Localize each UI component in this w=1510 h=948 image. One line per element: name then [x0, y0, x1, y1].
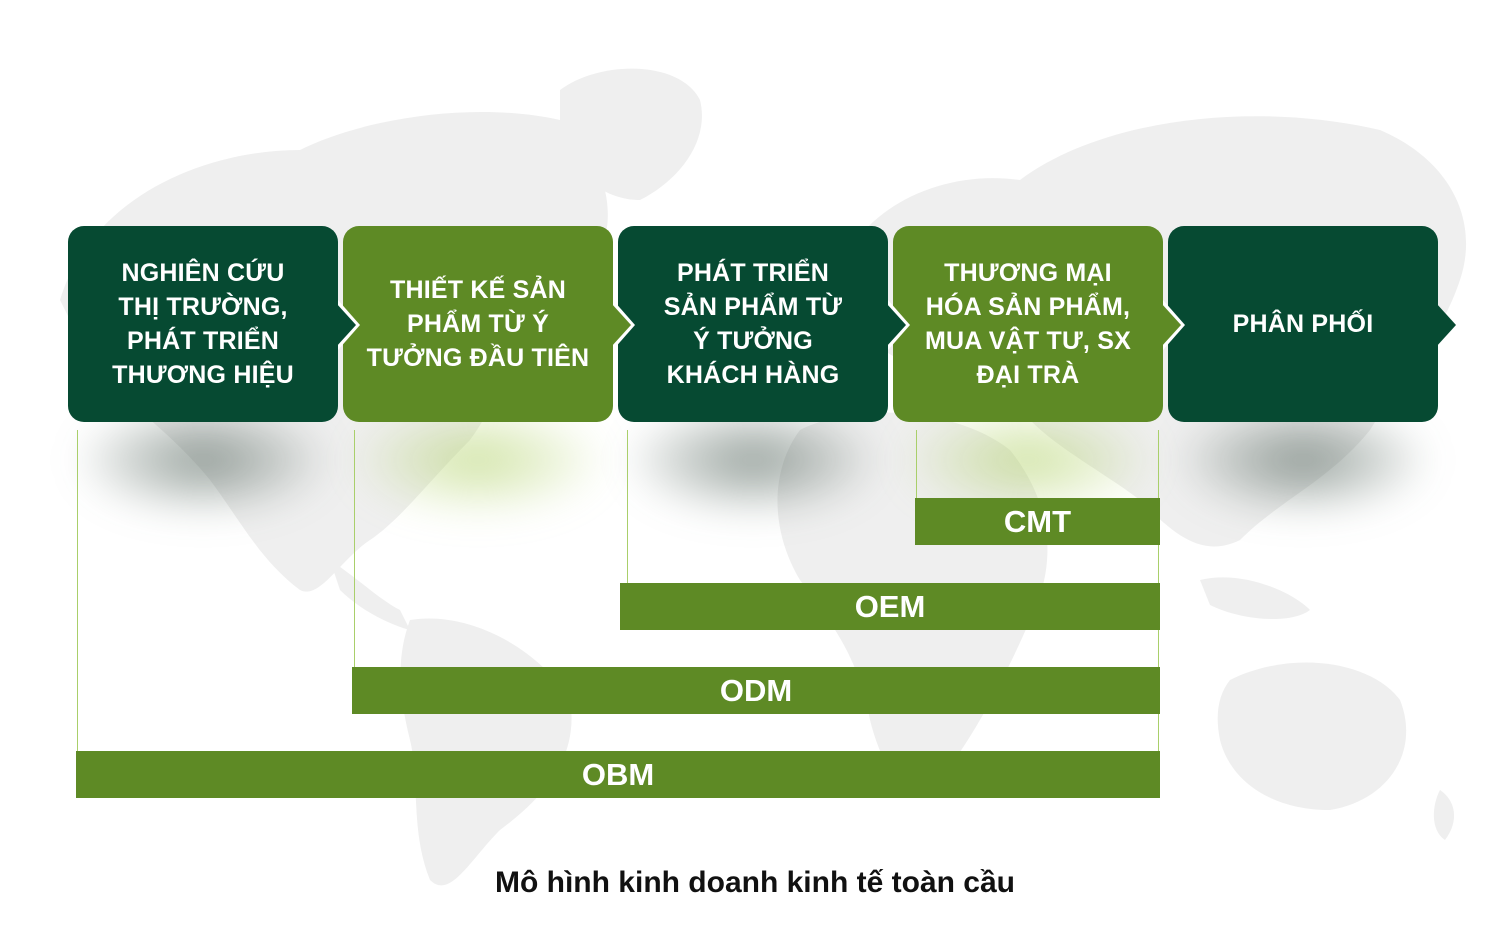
process-step-development: PHÁT TRIỂN SẢN PHẨM TỪ Ý TƯỞNG KHÁCH HÀN…	[618, 226, 888, 422]
australia-shape	[1217, 662, 1407, 810]
process-step-label: PHÁT TRIỂN SẢN PHẨM TỪ Ý TƯỞNG KHÁCH HÀN…	[663, 259, 843, 389]
greenland-shape	[560, 68, 702, 200]
process-step-distribution: PHÂN PHỐI	[1168, 226, 1438, 422]
process-step-label: THIẾT KẾ SẢN PHẨM TỪ Ý TƯỞNG ĐẦU TIÊN	[366, 276, 590, 372]
process-step-commercialization: THƯƠNG MẠI HÓA SẢN PHẨM, MUA VẬT TƯ, SX …	[893, 226, 1163, 422]
step-2-glow	[353, 405, 603, 515]
process-step-label: THƯƠNG MẠI HÓA SẢN PHẨM, MUA VẬT TƯ, SX …	[925, 259, 1131, 389]
guide-line-cmt	[916, 430, 917, 500]
step-5-glow	[1178, 405, 1428, 515]
chevron-right-icon	[1436, 303, 1456, 347]
model-bar-odm: ODM	[352, 667, 1160, 714]
diagram-caption: Mô hình kinh doanh kinh tế toàn cầu	[495, 866, 1015, 899]
guide-line-odm	[354, 430, 355, 670]
process-step-label: PHÂN PHỐI	[1232, 310, 1374, 338]
model-label: ODM	[719, 672, 793, 708]
model-label: OBM	[581, 756, 655, 792]
new-zealand-shape	[1433, 790, 1455, 840]
model-label: CMT	[1003, 503, 1072, 539]
process-step-design: THIẾT KẾ SẢN PHẨM TỪ Ý TƯỞNG ĐẦU TIÊN	[343, 226, 613, 422]
central-america-shape	[330, 560, 410, 630]
model-label: OEM	[854, 588, 926, 624]
chevron-right-icon	[1161, 303, 1181, 347]
model-bar-obm: OBM	[76, 751, 1160, 798]
process-step-market-research: NGHIÊN CỨU THỊ TRƯỜNG, PHÁT TRIỂN THƯƠNG…	[68, 226, 338, 422]
guide-line-oem	[627, 430, 628, 585]
process-step-label: NGHIÊN CỨU THỊ TRƯỜNG, PHÁT TRIỂN THƯƠNG…	[112, 259, 294, 389]
step-1-glow	[78, 405, 328, 515]
islands-shape	[1200, 577, 1310, 620]
model-bar-oem: OEM	[620, 583, 1160, 630]
chevron-right-icon	[611, 303, 631, 347]
chevron-right-icon	[886, 303, 906, 347]
model-bar-cmt: CMT	[915, 498, 1160, 545]
chevron-right-icon	[336, 303, 356, 347]
guide-line-obm	[77, 430, 78, 770]
step-4-glow	[903, 405, 1153, 515]
step-3-glow	[628, 405, 878, 515]
